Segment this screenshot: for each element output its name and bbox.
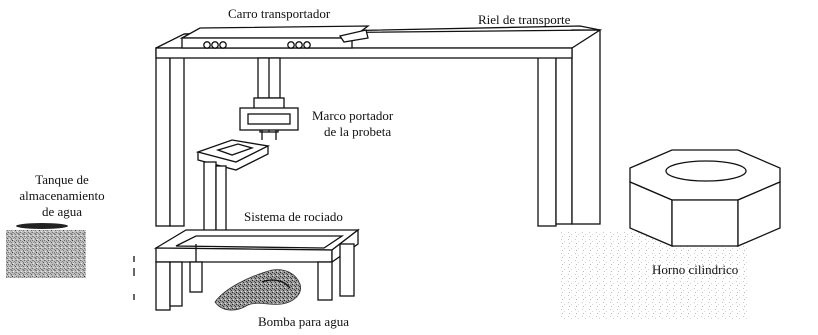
tank-lid [16,223,68,229]
label-bomba-para-agua: Bomba para agua [258,314,349,329]
table-leg [317,261,333,301]
furnace-face [737,181,781,247]
frame-right-leg-outer [537,47,557,227]
carriage [179,25,370,49]
wheel-icon [211,41,219,49]
label-riel-de-transporte: Riel de transporte [478,12,571,27]
spray-system [195,139,271,247]
frame-left-leg-outer [155,47,171,227]
label-horno-cilindrico: Horno cilindrico [652,262,739,277]
label-carro-transportador: Carro transportador [228,6,331,21]
spray-table-inner [175,235,345,249]
table-leg [169,261,183,307]
label-marco-line1: Marco portador [312,108,394,123]
table-leg [189,261,203,293]
specimen-frame-window [247,113,291,125]
wheel-icon [287,41,295,49]
table-leg [155,261,171,311]
furnace-face [671,199,739,247]
label-tanque-line2: almacenamiento [19,188,105,203]
wheel-icon [295,41,303,49]
frame-front-beam [155,47,573,59]
spray-head-detail [215,143,255,156]
wheel-icon [303,41,311,49]
label-tanque-line3: de agua [41,204,83,219]
label-tanque-line1: Tanque de [35,172,89,187]
frame-left-leg-inner [169,47,185,227]
spray-table [153,228,360,311]
water-tank [6,223,135,300]
table-leg [339,243,355,297]
wheel-icon [203,41,211,49]
label-sistema-de-rociado: Sistema de rociado [244,209,343,224]
spray-table-front [155,247,333,263]
label-marco-line2: de la probeta [324,124,392,139]
wheel-icon [219,41,227,49]
furnace-opening [665,160,747,182]
carriage-body [181,37,353,49]
carriage-tab [338,29,369,43]
frame-right-leg-back [571,29,601,225]
frame-right-leg-inner [555,37,573,225]
water-pump [214,269,301,311]
cylindrical-furnace [560,149,781,320]
specimen-holder-assembly [239,57,299,140]
